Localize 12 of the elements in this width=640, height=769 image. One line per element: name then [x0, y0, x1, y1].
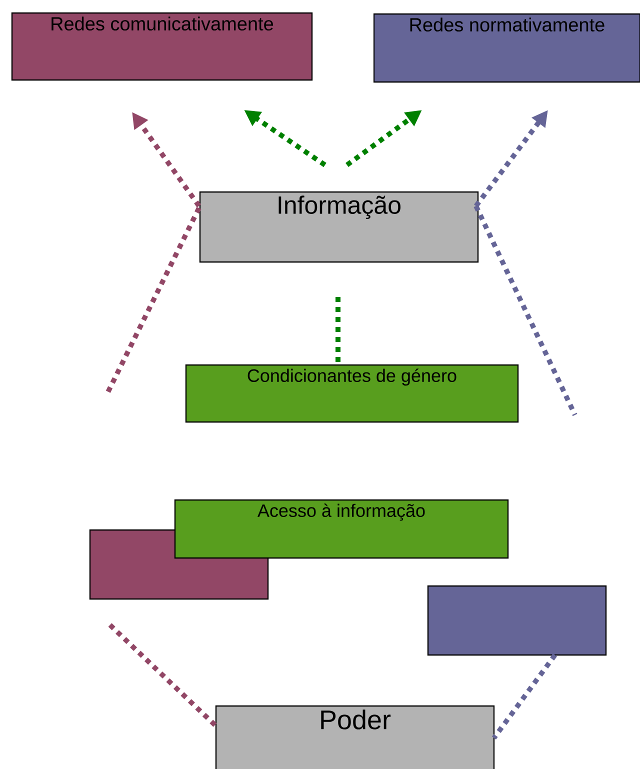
empty-box	[427, 585, 607, 656]
process-box: Informação	[199, 191, 479, 263]
connector-line	[106, 206, 202, 394]
process-box: Redes comunicativamente	[11, 12, 313, 81]
connector-line	[474, 204, 578, 416]
connector-line	[336, 295, 340, 362]
connector-line	[108, 623, 218, 728]
process-box: Poder	[215, 705, 495, 769]
process-box: Redes normativamente	[373, 13, 640, 83]
connector-line	[492, 654, 557, 740]
process-box: Acesso à informação	[174, 499, 509, 559]
process-box: Condicionantes de género	[185, 364, 519, 423]
